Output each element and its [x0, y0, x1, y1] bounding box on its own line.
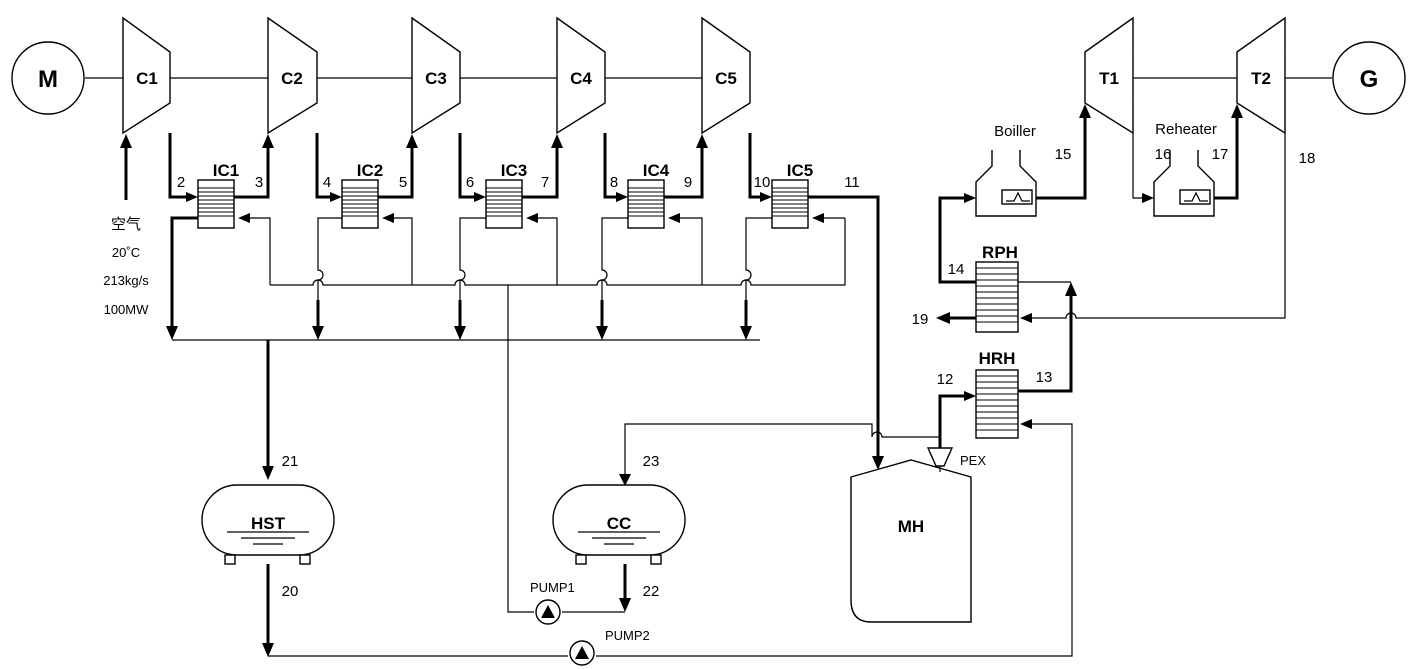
stream-11-label: 11: [844, 174, 860, 191]
stream-13-label: 13: [1036, 369, 1053, 386]
stream-16-label: 16: [1155, 146, 1172, 163]
motor: [11, 41, 85, 115]
stream-13-line: [1018, 294, 1073, 393]
air-inlet-arrow: [120, 134, 132, 148]
air-temperature: 20˚C: [112, 245, 140, 260]
generator: [1332, 41, 1406, 115]
stream-16-line: [1132, 133, 1144, 199]
heat-exchanger-hrh: [975, 369, 1019, 439]
stream-4-label: 4: [323, 174, 331, 191]
stream-5-label: 5: [399, 174, 407, 191]
stream-15-line: [1036, 116, 1087, 200]
compressor-c4-label: C4: [570, 69, 592, 88]
compressor-c2: [267, 16, 318, 135]
compressor-c5: [701, 16, 751, 135]
stream-18-line: [1030, 133, 1286, 319]
stream-18-label: 18: [1299, 150, 1316, 167]
pex-label: PEX: [960, 453, 986, 468]
motor-label: M: [38, 66, 58, 93]
intercooler-ic2: [341, 179, 379, 229]
pump2-label: PUMP2: [605, 628, 650, 643]
stream-20-label: 20: [282, 583, 299, 600]
intercooler-ic1-label: IC1: [213, 161, 239, 180]
turbine-t1-label: T1: [1099, 69, 1119, 88]
compressor-c4: [556, 16, 606, 135]
lower-piping: [262, 419, 1073, 657]
cooling-water-network: [166, 213, 846, 613]
compressor-c1: [122, 16, 171, 135]
hrh-label: HRH: [979, 349, 1016, 368]
reheater: [1153, 150, 1215, 217]
expander-pex: [926, 447, 954, 472]
boiler-label: Boiller: [994, 123, 1036, 140]
intercooler-ic3-label: IC3: [501, 161, 527, 180]
stream-14-arrow: [964, 193, 976, 203]
intercooler-ic4: [627, 179, 665, 229]
compressor-c5-label: C5: [715, 69, 737, 88]
stream-15-label: 15: [1055, 146, 1072, 163]
stream-17-label: 17: [1212, 146, 1229, 163]
pump2-icon: [569, 640, 595, 666]
main-storage-mh: [850, 459, 972, 623]
hst-label: HST: [251, 514, 286, 533]
intercooler-ic1: [197, 179, 235, 229]
stream-18-arrow: [1020, 313, 1032, 323]
stream-16-arrow: [1142, 193, 1154, 203]
stream-19-arrow: [936, 312, 950, 324]
stream-14-label: 14: [948, 261, 965, 278]
intercooler-ic5: [771, 179, 809, 229]
stream-9-label: 9: [684, 174, 692, 191]
cc-label: CC: [607, 514, 632, 533]
stream-22-label: 22: [643, 583, 660, 600]
stream-19-label: 19: [912, 311, 929, 328]
pump1-icon: [535, 599, 561, 625]
cold-container-cc: [552, 484, 686, 565]
stream-10-label: 10: [754, 174, 771, 191]
generator-label: G: [1360, 66, 1379, 93]
compressor-c3: [411, 16, 461, 135]
stream-8-label: 8: [610, 174, 618, 191]
stream-6-label: 6: [466, 174, 474, 191]
stream-12-label: 12: [937, 371, 954, 388]
hot-storage-tank-hst: [201, 484, 335, 565]
compressor-power: 100MW: [104, 302, 150, 317]
compressor-c2-label: C2: [281, 69, 303, 88]
pump1-label: PUMP1: [530, 580, 575, 595]
heat-exchanger-rph: [975, 261, 1019, 333]
compressor-train-air-streams: [168, 133, 884, 470]
stream-3-label: 3: [255, 174, 263, 191]
stream-2-label: 2: [177, 174, 185, 191]
stream-12-line: [938, 394, 966, 448]
stream-12-arrow: [964, 391, 976, 401]
air-flow-rate: 213kg/s: [103, 273, 149, 288]
intercooler-ic5-label: IC5: [787, 161, 813, 180]
intercooler-ic3: [485, 179, 523, 229]
intercooler-ic2-label: IC2: [357, 161, 383, 180]
air-label: 空气: [111, 216, 141, 233]
stream-15-arrow: [1079, 104, 1091, 118]
intercooler-ic4-label: IC4: [643, 161, 670, 180]
mh-label: MH: [898, 517, 924, 536]
stream-13-arrow: [1065, 282, 1077, 296]
rph-label: RPH: [982, 243, 1018, 262]
stream-7-label: 7: [541, 174, 549, 191]
stream-21-label: 21: [282, 453, 299, 470]
stream-17-arrow: [1231, 104, 1243, 118]
stream-23-label: 23: [643, 453, 660, 470]
boiler: [975, 150, 1037, 217]
stream-14-line: [938, 196, 976, 284]
compressor-c3-label: C3: [425, 69, 447, 88]
stream-17-line: [1214, 116, 1239, 200]
compressor-c1-label: C1: [136, 69, 158, 88]
reheater-label: Reheater: [1155, 121, 1217, 138]
turbine-t2-label: T2: [1251, 69, 1271, 88]
